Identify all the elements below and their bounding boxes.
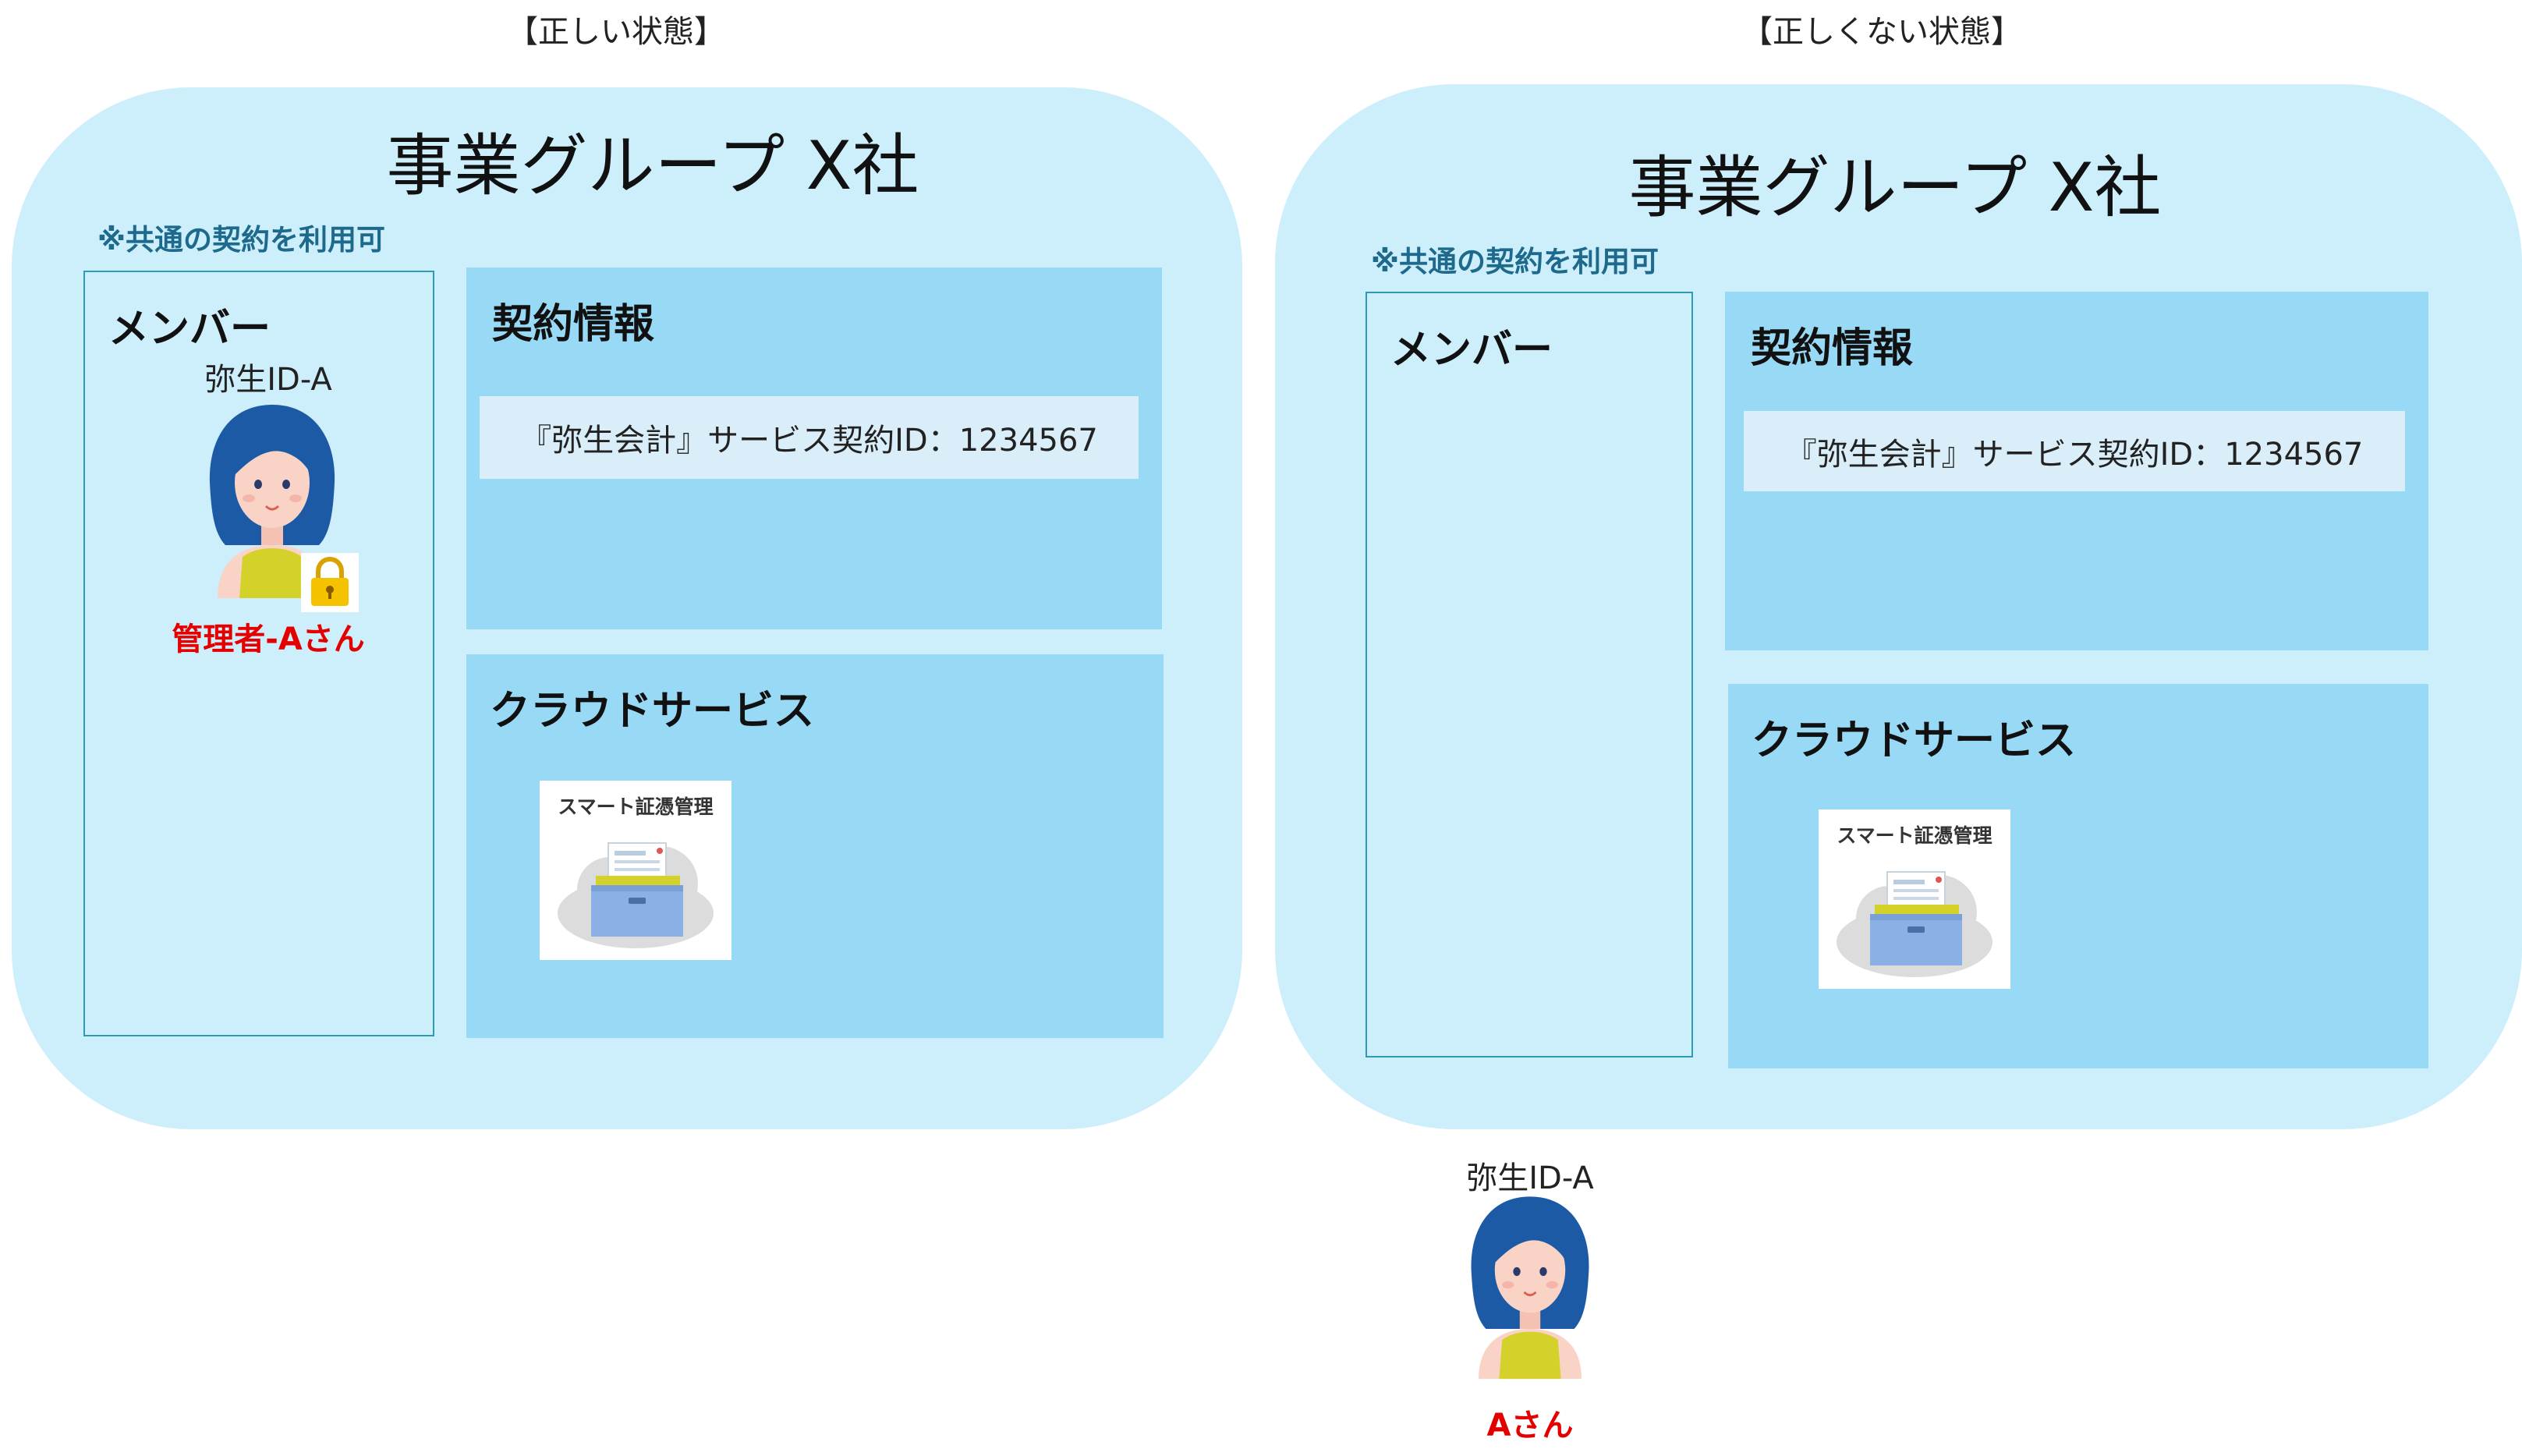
right-heading: 【正しくない状態】 [1741,14,2022,50]
right-contract-panel: 契約情報 『弥生会計』サービス契約ID：1234567 [1725,292,2428,650]
left-contract-title: 契約情報 [492,301,655,348]
left-member-name: 管理者-Aさん [172,622,365,657]
outside-member-name: Aさん [1486,1408,1574,1444]
left-heading: 【正しい状態】 [507,14,725,50]
right-members-title: メンバー [1390,327,1553,374]
left-member-avatar [209,405,335,598]
left-members-box: メンバー 弥生ID-A 管理者-Aさん [83,271,434,1036]
right-contract-title: 契約情報 [1751,325,1914,372]
right-business-group: 事業グループ X社 ※共通の契約を利用可 メンバー 契約情報 『弥生会計』サービ… [1275,84,2522,1129]
left-contract-id: 『弥生会計』サービス契約ID：1234567 [480,396,1139,479]
left-member-id: 弥生ID-A [204,362,332,398]
left-cloud-title: クラウドサービス [490,688,815,735]
left-service-label: スマート証憑管理 [558,795,714,818]
left-service-card[interactable]: スマート証憑管理 [540,781,731,960]
left-contract-panel: 契約情報 『弥生会計』サービス契約ID：1234567 [466,267,1162,629]
cloud-cabinet-icon [1837,871,1992,977]
left-shared-contract-note: ※共通の契約を利用可 [97,223,385,257]
right-shared-contract-note: ※共通の契約を利用可 [1371,245,1659,278]
outside-member-id: 弥生ID-A [1466,1160,1594,1196]
right-members-box: メンバー [1365,292,1693,1057]
right-group-title: 事業グループ X社 [1628,149,2162,227]
left-members-title: メンバー [108,306,271,352]
left-cloud-panel: クラウドサービス スマート証憑管理 [466,654,1164,1038]
cloud-cabinet-icon [558,842,714,948]
right-cloud-panel: クラウドサービス スマート証憑管理 [1728,684,2428,1068]
right-cloud-title: クラウドサービス [1752,717,2077,764]
left-group-title: 事業グループ X社 [386,127,919,205]
right-contract-id: 『弥生会計』サービス契約ID：1234567 [1744,411,2405,491]
left-business-group: 事業グループ X社 ※共通の契約を利用可 メンバー 弥生ID-A 管理者-Aさん [12,87,1242,1129]
lock-icon [301,553,359,612]
outside-member-avatar [1471,1196,1589,1380]
right-service-card[interactable]: スマート証憑管理 [1819,809,2010,989]
right-service-label: スマート証憑管理 [1837,824,1992,847]
